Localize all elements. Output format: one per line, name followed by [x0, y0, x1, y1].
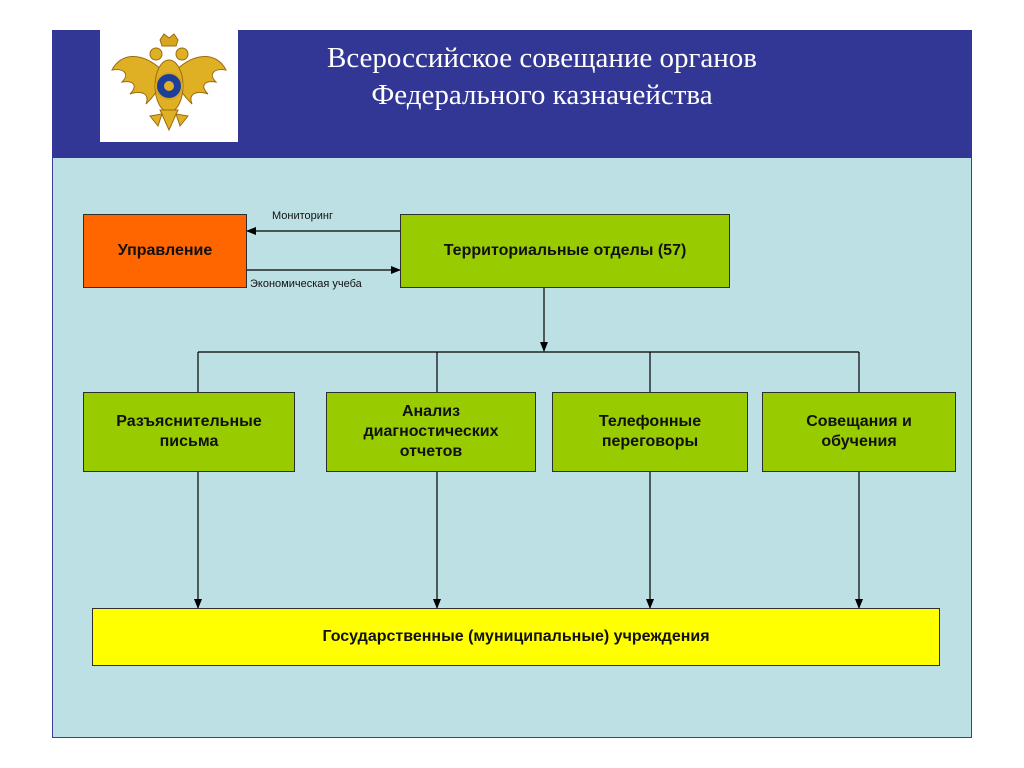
header-bar: Всероссийское совещание органов Федераль…	[52, 30, 972, 158]
method-box-meetings: Совещания и обучения	[762, 392, 956, 472]
title-line-1: Всероссийское совещание органов	[326, 42, 757, 74]
training-label: Экономическая учеба	[250, 278, 362, 290]
management-box: Управление	[83, 214, 247, 288]
method-label-letters: Разъяснительные письма	[116, 413, 262, 450]
monitoring-label: Мониторинг	[272, 210, 334, 222]
institutions-box: Государственные (муниципальные) учрежден…	[92, 608, 940, 666]
management-label: Управление	[117, 242, 213, 259]
method-label-analysis: Анализ диагностических отчетов	[363, 403, 499, 460]
method-box-letters: Разъяснительные письма	[83, 392, 295, 472]
institutions-label: Государственные (муниципальные) учрежден…	[322, 628, 710, 645]
title-line-2: Федерального казначейства	[371, 79, 713, 111]
method-label-meetings: Совещания и обучения	[806, 413, 912, 450]
territorial-offices-box: Территориальные отделы (57)	[400, 214, 730, 288]
method-box-phone: Телефонные переговоры	[552, 392, 748, 472]
logo-panel	[100, 30, 238, 142]
page-title: Всероссийское совещание органов Федераль…	[262, 40, 822, 114]
method-label-phone: Телефонные переговоры	[598, 413, 702, 450]
method-box-analysis: Анализ диагностических отчетов	[326, 392, 536, 472]
double-headed-eagle-emblem-icon	[111, 33, 227, 132]
territorial-offices-label: Территориальные отделы (57)	[443, 242, 687, 259]
